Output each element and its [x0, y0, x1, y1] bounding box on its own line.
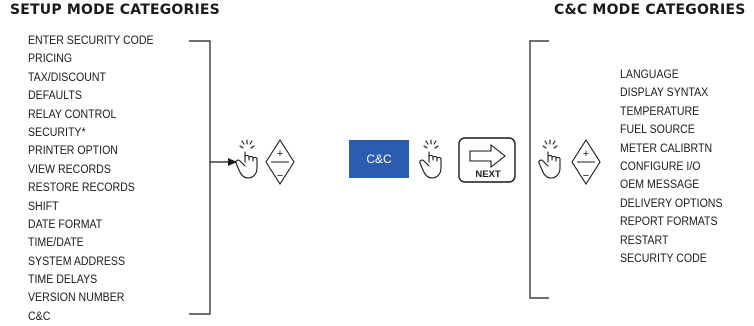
cc-item: REPORT FORMATS	[620, 216, 718, 229]
plus-label: +	[583, 148, 589, 160]
plus-minus-key-icon	[571, 138, 601, 186]
plus-label: +	[277, 148, 283, 160]
cc-item: METER CALIBRTN	[620, 142, 713, 155]
setup-category-list: ENTER SECURITY CODE PRICING TAX/DISCOUNT…	[28, 32, 165, 326]
setup-item: ENTER SECURITY CODE	[28, 35, 154, 47]
next-key-icon	[458, 137, 516, 183]
cc-category-list: LANGUAGE DISPLAY SYNTAX TEMPERATURE FUEL…	[620, 66, 731, 268]
setup-item: SECURITY*	[28, 126, 86, 139]
setup-item: SYSTEM ADDRESS	[28, 255, 126, 268]
setup-bracket	[189, 40, 211, 315]
cc-item: OEM MESSAGE	[620, 179, 700, 192]
setup-item: TIME/DATE	[28, 237, 84, 250]
next-label: NEXT	[475, 169, 501, 180]
cc-item: DISPLAY SYNTAX	[620, 87, 709, 100]
plus-minus-key-icon	[265, 138, 295, 186]
cc-item: FUEL SOURCE	[620, 124, 695, 137]
flow-arrow-head	[228, 158, 237, 166]
setup-item: VIEW RECORDS	[28, 163, 111, 176]
cc-button-bg	[349, 140, 409, 178]
cc-item: SECURITY CODE	[620, 252, 707, 265]
hand-press-icon	[538, 139, 561, 179]
cc-item: TEMPERATURE	[620, 105, 700, 118]
cc-bracket	[529, 40, 549, 299]
setup-item: PRICING	[28, 53, 73, 66]
setup-heading: SETUP MODE CATEGORIES	[10, 2, 220, 18]
hand-press-icon	[419, 139, 442, 179]
cc-heading: C&C MODE CATEGORIES	[554, 2, 746, 18]
setup-item: RELAY CONTROL	[28, 108, 117, 121]
cc-item: RESTART	[620, 234, 669, 247]
setup-item: TIME DELAYS	[28, 274, 98, 287]
cc-item: CONFIGURE I/O	[620, 160, 701, 173]
cc-item: DELIVERY OPTIONS	[620, 197, 723, 210]
setup-item: VERSION NUMBER	[28, 292, 125, 305]
cc-button: C&C	[366, 152, 392, 166]
minus-label: −	[583, 170, 589, 182]
setup-item: RESTORE RECORDS	[28, 182, 135, 195]
setup-item: SHIFT	[28, 200, 59, 213]
hand-press-icon	[235, 139, 258, 179]
setup-item: DEFAULTS	[28, 90, 82, 103]
setup-item: C&C	[28, 310, 51, 323]
setup-item: TAX/DISCOUNT	[28, 71, 106, 84]
setup-item: DATE FORMAT	[28, 218, 103, 231]
cc-item: LANGUAGE	[620, 69, 679, 81]
setup-item: PRINTER OPTION	[28, 145, 118, 158]
minus-label: −	[277, 170, 283, 182]
